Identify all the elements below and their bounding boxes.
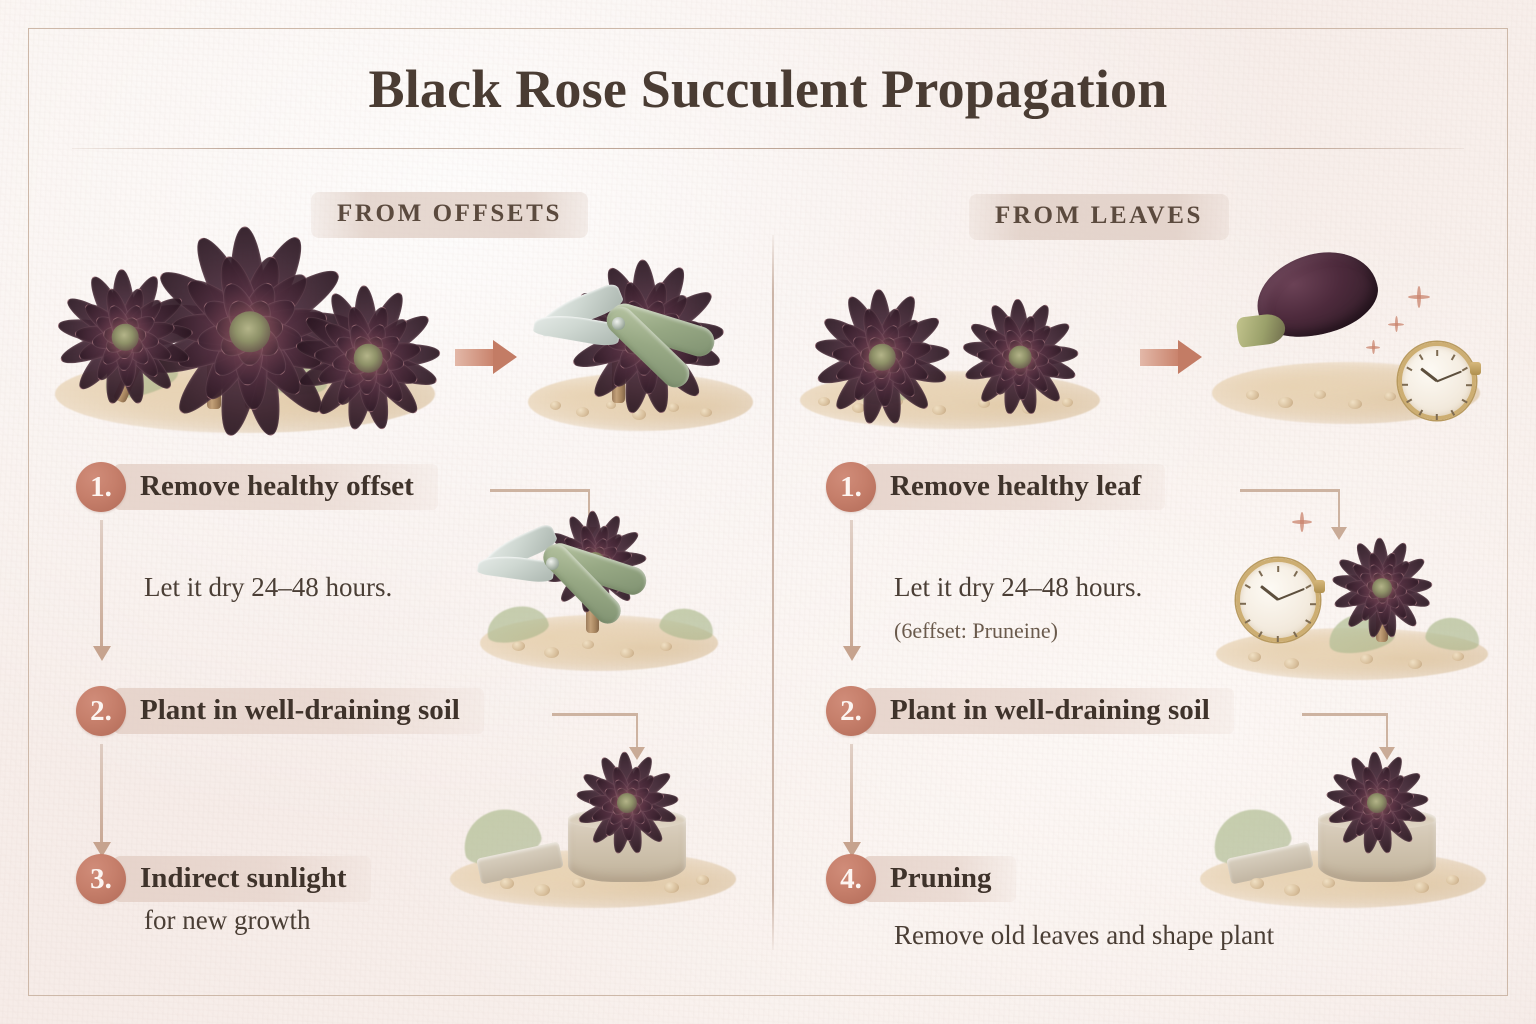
succulent-rosette-icon (1324, 750, 1430, 856)
succulent-rosette-icon (55, 267, 195, 407)
note-offsets-growth: for new growth (144, 905, 311, 935)
sparkle-icon (1292, 512, 1312, 532)
succulent-rosette-icon (812, 287, 952, 427)
step-badge: 1. (826, 462, 876, 512)
sparkle-icon (1408, 286, 1430, 308)
step-badge: 4. (826, 854, 876, 904)
step-row-offsets-1[interactable]: 1. Remove healthy offset (76, 462, 438, 512)
column-header-offsets: FROM OFFSETS (311, 192, 588, 238)
note-leaves-dry: Let it dry 24–48 hours. (894, 572, 1143, 602)
connector-offsets-2 (552, 713, 645, 760)
sparkle-icon (1388, 316, 1404, 332)
pocket-watch-icon (1236, 558, 1325, 642)
succulent-rosette-icon (960, 297, 1080, 417)
illustration-offset-and-leaf-source (800, 275, 1100, 435)
step-row-leaves-4[interactable]: 4. Pruning (826, 854, 1016, 904)
arrow-right-icon (455, 340, 517, 374)
succulent-leaf-icon (1222, 239, 1387, 357)
step-badge: 2. (826, 686, 876, 736)
illustration-potted-leaf-plant (1192, 732, 1492, 912)
illustration-potted-offset (442, 732, 742, 912)
column-divider (772, 235, 774, 950)
column-header-leaves: FROM LEAVES (969, 194, 1230, 240)
step-label: Pruning (864, 856, 1016, 902)
succulent-rosette-icon (293, 283, 443, 433)
arrow-right-icon (1140, 340, 1202, 374)
note-offsets-dry: Let it dry 24–48 hours. (144, 572, 393, 602)
step-label: Plant in well-draining soil (114, 688, 484, 734)
step-badge: 3. (76, 854, 126, 904)
step-label: Remove healthy offset (114, 464, 438, 510)
page-title: Black Rose Succulent Propagation (368, 59, 1168, 119)
succulent-rosette-icon (141, 223, 359, 441)
note-leaves-pruning: Remove old leaves and shape plant (894, 920, 1275, 950)
step-badge: 1. (76, 462, 126, 512)
connector-leaves-1 (1240, 489, 1347, 540)
illustration-mother-plant (45, 205, 445, 440)
illustration-leaf-rooting (1212, 537, 1492, 680)
step-label: Indirect sunlight (114, 856, 371, 902)
sparkle-icon (1366, 340, 1380, 354)
step-row-leaves-1[interactable]: 1. Remove healthy leaf (826, 462, 1166, 512)
connector-leaves-2 (1302, 713, 1395, 760)
step-row-offsets-3[interactable]: 3. Indirect sunlight (76, 854, 371, 904)
illustration-detached-leaf-drying (1212, 239, 1487, 432)
title-divider-rule (72, 148, 1464, 149)
step-row-leaves-2[interactable]: 2. Plant in well-draining soil (826, 686, 1234, 736)
step-row-offsets-2[interactable]: 2. Plant in well-draining soil (76, 686, 484, 736)
illustration-cut-offset (528, 255, 753, 440)
pocket-watch-icon (1398, 342, 1481, 420)
step-badge: 2. (76, 686, 126, 736)
note-leaves-garbled: (6effset: Pruneine) (894, 618, 1058, 643)
succulent-rosette-icon (1330, 536, 1434, 640)
succulent-rosette-icon (574, 750, 680, 856)
illustration-offset-cut-soil (470, 510, 720, 675)
step-label: Remove healthy leaf (864, 464, 1166, 510)
step-label: Plant in well-draining soil (864, 688, 1234, 734)
